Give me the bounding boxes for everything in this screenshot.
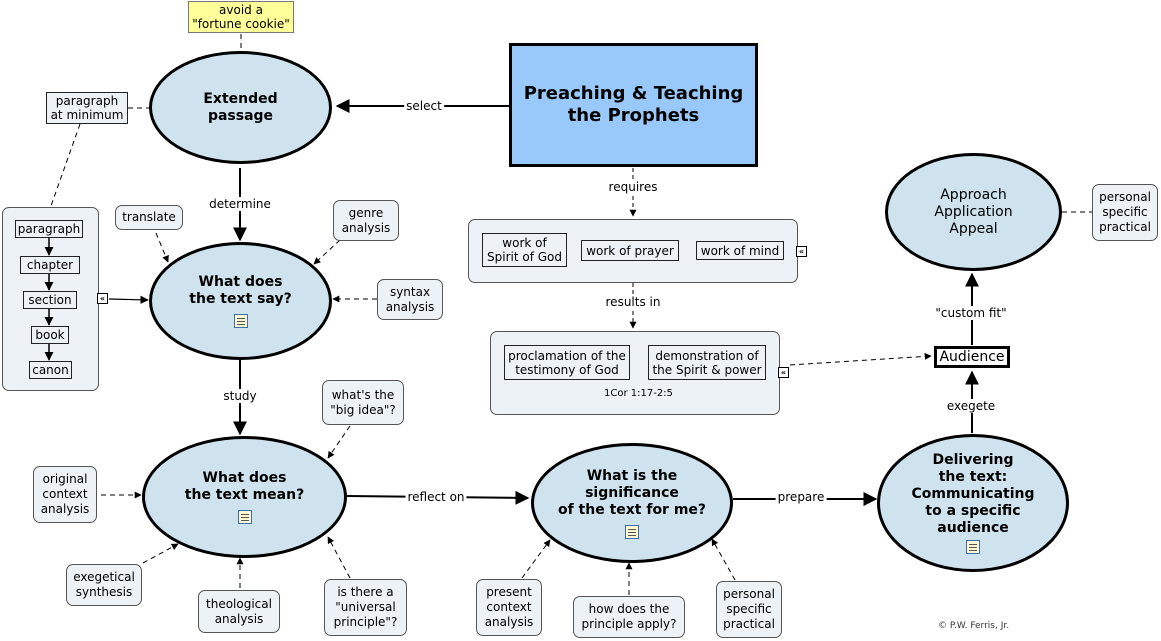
link-label-study: study: [221, 389, 259, 403]
expand-icon[interactable]: «: [796, 246, 807, 257]
theological-analysis-box[interactable]: theological analysis: [198, 590, 280, 633]
universal-principle-text: is there a "universal principle"?: [333, 585, 398, 629]
genre-analysis-text: genre analysis: [341, 205, 391, 235]
credit-text: © P.W. Ferris, Jr.: [938, 621, 1010, 631]
hierarchy-item[interactable]: book: [31, 326, 69, 344]
hierarchy-item-text: book: [35, 328, 65, 342]
syntax-analysis-box[interactable]: syntax analysis: [377, 279, 443, 320]
what-does-text-say-text: What does the text say?: [189, 274, 292, 307]
link-label-prepare: prepare: [775, 490, 827, 504]
syntax-analysis-text: syntax analysis: [385, 284, 435, 314]
significance-text: What is the significance of the text for…: [557, 467, 707, 518]
link-label-requires: requires: [606, 180, 660, 194]
result-item[interactable]: demonstration of the Spirit & power: [648, 345, 766, 380]
what-does-text-mean-node[interactable]: What does the text mean?: [142, 436, 347, 558]
significance-node[interactable]: What is the significance of the text for…: [531, 443, 733, 563]
work-item[interactable]: work of Spirit of God: [482, 233, 567, 267]
result-item[interactable]: proclamation of the testimony of God: [504, 345, 630, 380]
fortune-cookie-note[interactable]: avoid a "fortune cookie": [188, 1, 294, 33]
approach-node[interactable]: Approach Application Appeal: [885, 153, 1062, 271]
hierarchy-item[interactable]: paragraph: [15, 220, 83, 238]
work-item[interactable]: work of mind: [696, 241, 784, 260]
audience-node[interactable]: Audience: [934, 346, 1010, 368]
exegetical-synthesis-text: exegetical synthesis: [73, 570, 135, 599]
result-item-text: demonstration of the Spirit & power: [652, 348, 762, 377]
work-item[interactable]: work of prayer: [581, 240, 679, 261]
link-label-custom-fit: "custom fit": [933, 306, 1009, 320]
link-label-results-in: results in: [603, 295, 663, 309]
what-does-text-say-node[interactable]: What does the text say?: [149, 242, 332, 360]
hierarchy-item-text: paragraph: [17, 222, 81, 236]
what-does-text-mean-text: What does the text mean?: [184, 470, 305, 503]
work-item-text: work of prayer: [586, 243, 674, 258]
result-item-text: proclamation of the testimony of God: [508, 348, 626, 377]
hierarchy-item[interactable]: section: [23, 291, 77, 309]
fortune-cookie-note-text: avoid a "fortune cookie": [192, 3, 290, 31]
delivering-text: Delivering the text: Communicating to a …: [911, 452, 1035, 536]
present-context-text: present context analysis: [484, 585, 534, 629]
delivering-node[interactable]: Delivering the text: Communicating to a …: [877, 434, 1069, 572]
link-label-reflect-on: reflect on: [405, 490, 467, 504]
main-topic-text: Preaching & Teaching the Prophets: [523, 83, 744, 126]
expand-icon[interactable]: «: [97, 293, 108, 304]
genre-analysis-box[interactable]: genre analysis: [333, 200, 399, 241]
audience-text: Audience: [939, 349, 1005, 365]
work-item-text: work of mind: [700, 243, 780, 258]
universal-principle-box[interactable]: is there a "universal principle"?: [324, 579, 407, 636]
link-label-exegete: exegete: [944, 399, 998, 413]
work-item-text: work of Spirit of God: [487, 236, 562, 264]
theological-analysis-text: theological analysis: [206, 596, 272, 626]
approach-text: Approach Application Appeal: [934, 186, 1013, 237]
hierarchy-item[interactable]: canon: [29, 361, 72, 379]
how-apply-text: how does the principle apply?: [581, 602, 677, 631]
document-icon[interactable]: [237, 510, 252, 524]
main-topic-box[interactable]: Preaching & Teaching the Prophets: [509, 43, 758, 167]
translate-text: translate: [122, 210, 176, 224]
extended-passage-node[interactable]: Extended passage: [149, 51, 332, 164]
original-context-text: original context analysis: [40, 472, 90, 516]
present-context-box[interactable]: present context analysis: [476, 579, 542, 636]
hierarchy-item[interactable]: chapter: [20, 256, 80, 274]
how-apply-box[interactable]: how does the principle apply?: [573, 596, 685, 638]
big-idea-box[interactable]: what's the "big idea"?: [322, 380, 404, 425]
document-icon[interactable]: [966, 540, 980, 554]
personal-specific-right-text: personal specific practical: [1099, 190, 1151, 234]
translate-box[interactable]: translate: [115, 205, 183, 230]
edge-hierarchy-to-say: [108, 295, 149, 305]
expand-icon[interactable]: «: [778, 367, 789, 378]
paragraph-at-minimum-box[interactable]: paragraph at minimum: [46, 92, 128, 124]
original-context-box[interactable]: original context analysis: [33, 466, 97, 523]
hierarchy-item-text: chapter: [26, 258, 74, 272]
personal-specific-bottom-text: personal specific practical: [723, 587, 775, 631]
paragraph-at-minimum-text: paragraph at minimum: [50, 94, 124, 122]
extended-passage-text: Extended passage: [203, 90, 278, 124]
hierarchy-item-text: canon: [32, 363, 69, 377]
hierarchy-item-text: section: [28, 293, 72, 307]
link-label-determine: determine: [207, 197, 273, 211]
big-idea-text: what's the "big idea"?: [330, 387, 396, 417]
personal-specific-bottom-box[interactable]: personal specific practical: [716, 581, 782, 638]
document-icon[interactable]: [233, 314, 248, 328]
personal-specific-right-box[interactable]: personal specific practical: [1092, 184, 1158, 241]
link-label-select: select: [404, 99, 444, 113]
scripture-reference: 1Cor 1:17-2:5: [604, 388, 673, 399]
exegetical-synthesis-box[interactable]: exegetical synthesis: [66, 564, 142, 606]
document-icon[interactable]: [625, 524, 639, 539]
